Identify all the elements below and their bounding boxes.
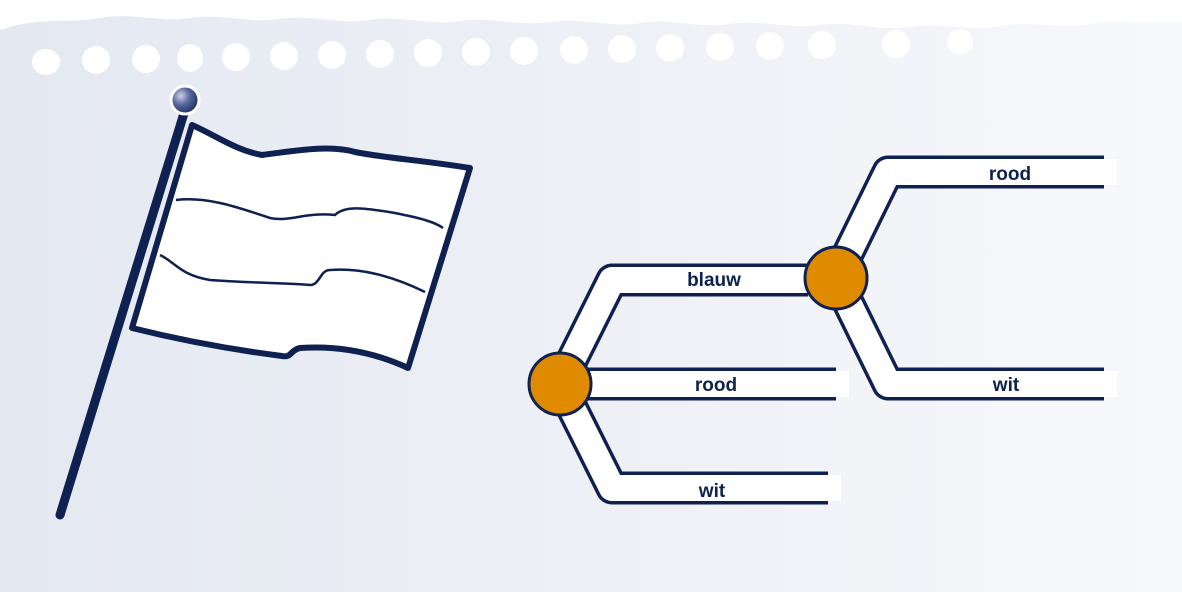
binder-hole bbox=[132, 45, 160, 73]
branch-track-blauw-wit-fill bbox=[818, 260, 1117, 397]
tree-branches bbox=[542, 155, 1117, 505]
branch-track-blauw-rood bbox=[818, 155, 1117, 296]
binder-hole bbox=[32, 49, 60, 75]
flag-cloth bbox=[129, 122, 473, 371]
flag-stripe-divider-bottom bbox=[159, 253, 426, 294]
branch-track-blauw bbox=[542, 263, 821, 402]
branch-track-wit-fill bbox=[542, 366, 841, 501]
binder-hole bbox=[222, 43, 250, 71]
binder-hole bbox=[656, 34, 684, 62]
branch-label-wit: wit bbox=[698, 481, 726, 502]
binder-hole bbox=[414, 39, 442, 67]
branch-label-rood: rood bbox=[695, 375, 737, 396]
binder-hole bbox=[462, 38, 490, 66]
binder-hole bbox=[947, 29, 973, 55]
binder-holes bbox=[32, 29, 973, 75]
torn-paper-edge bbox=[0, 0, 1182, 30]
flag-stripe-divider-top bbox=[175, 198, 444, 230]
binder-hole bbox=[706, 33, 734, 61]
binder-hole bbox=[366, 40, 394, 68]
branch-track-wit bbox=[542, 366, 841, 505]
flag-pole bbox=[55, 105, 190, 520]
binder-hole bbox=[82, 46, 110, 74]
binder-hole bbox=[510, 37, 538, 65]
branch-label-blauw-wit: wit bbox=[992, 375, 1020, 396]
branch-label-blauw: blauw bbox=[687, 270, 741, 291]
branch-track-blauw-fill bbox=[542, 267, 821, 402]
tree-node-blauw bbox=[803, 245, 869, 311]
branch-track-blauw-rood-fill bbox=[818, 159, 1117, 296]
binder-hole bbox=[318, 41, 346, 69]
flag-pole-knob bbox=[169, 84, 201, 116]
binder-hole bbox=[560, 36, 588, 64]
binder-hole bbox=[270, 42, 298, 70]
binder-hole bbox=[756, 32, 784, 60]
branch-track-blauw-wit bbox=[818, 260, 1117, 401]
binder-hole bbox=[808, 31, 836, 59]
binder-hole bbox=[608, 35, 636, 63]
binder-hole bbox=[177, 44, 203, 72]
binder-hole bbox=[882, 30, 910, 58]
tree-node-root bbox=[527, 351, 593, 417]
branch-label-blauw-rood: rood bbox=[989, 164, 1031, 185]
